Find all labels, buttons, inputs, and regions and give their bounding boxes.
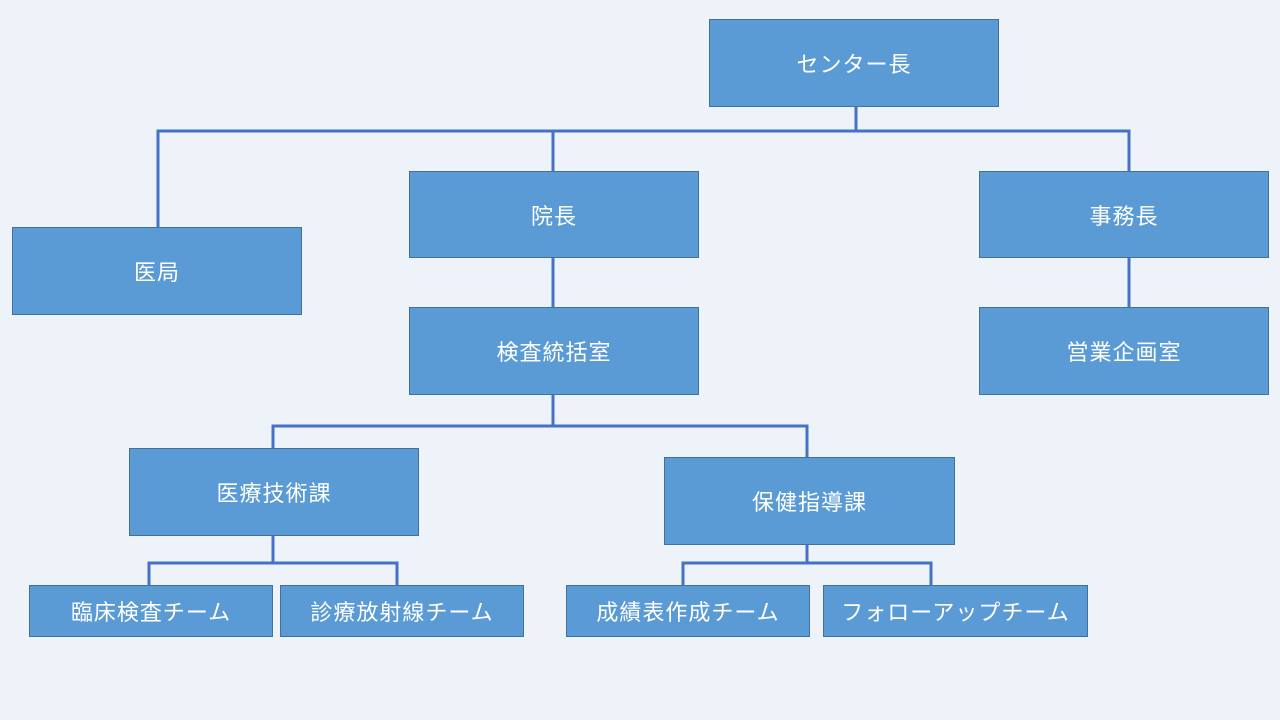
node-label: 検査統括室 — [496, 341, 612, 366]
node-inspection-office: 検査統括室 — [409, 307, 699, 395]
node-label: 医局 — [133, 261, 180, 286]
node-clinical-lab-team: 臨床検査チーム — [29, 585, 273, 637]
node-label: 保健指導課 — [751, 491, 867, 516]
node-sales-planning: 営業企画室 — [979, 307, 1269, 395]
node-label: 院長 — [530, 204, 577, 230]
node-label: 医療技術課 — [216, 482, 332, 507]
node-label: 臨床検査チーム — [70, 601, 232, 626]
node-center-head: センター長 — [709, 19, 999, 107]
node-label: センター長 — [796, 53, 912, 78]
node-followup-team: フォローアップチーム — [823, 585, 1088, 637]
node-medical-tech-section: 医療技術課 — [129, 448, 419, 536]
node-medical-office: 医局 — [12, 227, 302, 315]
node-label: フォローアップチーム — [841, 601, 1070, 626]
node-director: 院長 — [409, 171, 699, 258]
node-radiology-team: 診療放射線チーム — [280, 585, 524, 637]
node-report-team: 成績表作成チーム — [566, 585, 810, 637]
node-label: 営業企画室 — [1066, 341, 1182, 366]
node-label: 成績表作成チーム — [596, 601, 780, 626]
node-health-guidance-section: 保健指導課 — [664, 457, 955, 545]
node-label: 事務長 — [1089, 204, 1159, 230]
node-label: 診療放射線チーム — [310, 601, 494, 626]
node-secretary-general: 事務長 — [979, 171, 1269, 258]
